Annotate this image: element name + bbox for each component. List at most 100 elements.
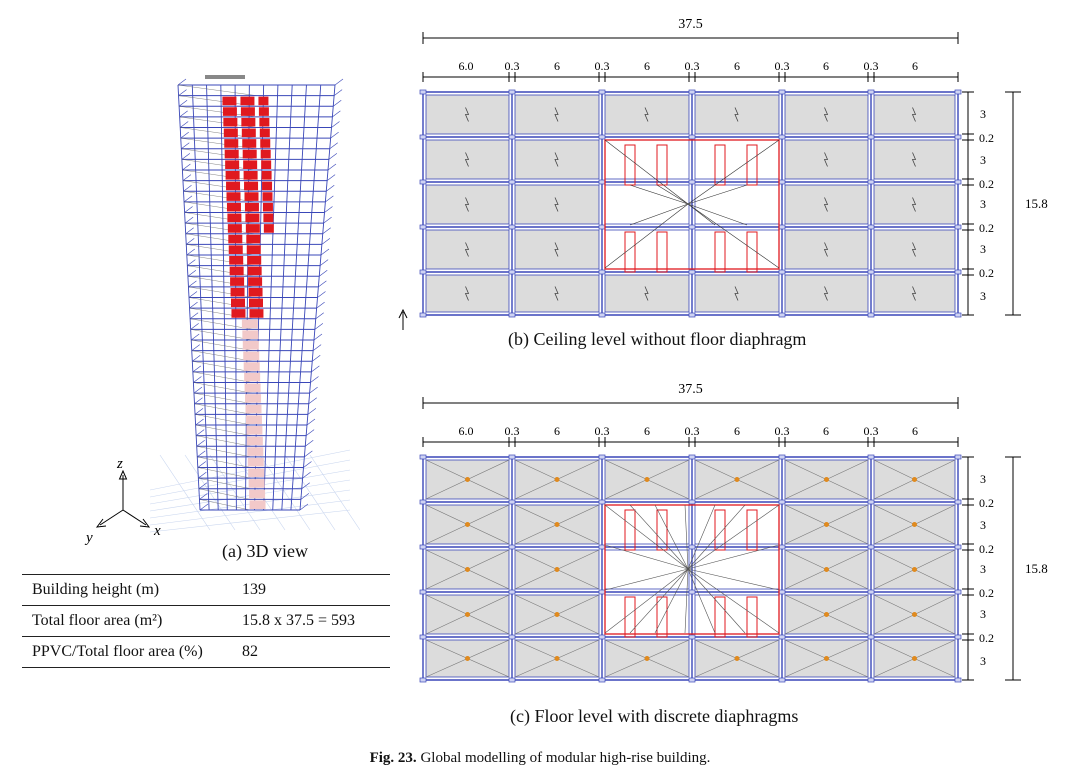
tower-core-block — [223, 117, 238, 127]
local-axis-symbol — [464, 242, 470, 257]
tower-core-block — [243, 351, 260, 361]
tower-brace — [193, 392, 252, 404]
tower-core-block — [240, 107, 255, 116]
tower-floor-beam — [315, 312, 324, 319]
tower-core-block — [244, 383, 261, 393]
frame-node — [778, 544, 786, 550]
tower-core-block — [245, 224, 260, 233]
dimension-total-depth: 15.8 — [1025, 561, 1048, 576]
diaphragm-node — [554, 612, 560, 617]
dimension-row-depth: 3 — [980, 107, 986, 121]
frame-node — [778, 454, 786, 460]
dimension-bay-width: 0.3 — [685, 424, 700, 438]
tower-top-label — [205, 75, 245, 79]
tower-core-block — [245, 394, 262, 403]
frame-node — [598, 677, 606, 683]
frame-node — [598, 634, 606, 640]
tower-brace — [186, 254, 254, 266]
frame-node — [778, 677, 786, 683]
dimension-bay-width: 6 — [644, 424, 650, 438]
frame-node — [508, 544, 516, 550]
tower-floor-beam — [334, 78, 344, 86]
tower-core-block — [258, 96, 269, 106]
dimension-bay-width: 6.0 — [459, 59, 474, 73]
tower-core-block — [242, 149, 257, 159]
diaphragm-node — [912, 477, 917, 482]
frame-node — [419, 499, 427, 505]
module-unit — [694, 229, 780, 270]
tower-floor-beam — [302, 471, 311, 479]
frame-node — [508, 224, 516, 230]
tower-floor-beam — [299, 503, 309, 511]
tower-brace — [195, 414, 252, 426]
tower-core-block — [230, 287, 245, 297]
tower-floor-beam — [328, 153, 338, 160]
ground-grid-line — [159, 454, 211, 531]
frame-node — [688, 269, 696, 275]
local-axis-symbol — [554, 286, 559, 301]
tower-brace — [183, 191, 255, 203]
tower-floor-beam — [314, 323, 324, 330]
tower-brace — [186, 244, 255, 256]
tower-floor-beam — [330, 131, 339, 139]
core-link-line — [687, 504, 716, 570]
tower-floor-beam — [198, 482, 208, 489]
diaphragm-node — [465, 656, 470, 661]
frame-node — [954, 544, 962, 550]
axis-2d-y-arrow — [398, 308, 408, 319]
frame-node — [688, 134, 696, 140]
tower-core-block — [246, 436, 263, 446]
dimension-bay-width: 0.3 — [595, 59, 610, 73]
core-wall-segment — [746, 509, 758, 551]
tower-floor-beam — [184, 206, 193, 213]
dimension-row-depth: 3 — [980, 197, 986, 211]
tower-floor-beam — [180, 131, 189, 139]
tower-brace — [185, 222, 255, 234]
frame-node — [598, 269, 606, 275]
tower-core-block — [245, 213, 260, 223]
frame-node — [508, 499, 516, 505]
tower-floor-beam — [187, 259, 196, 266]
module-unit — [604, 549, 690, 590]
dimension-bay-width: 6 — [734, 424, 740, 438]
tower-floor-beam — [305, 440, 314, 447]
tower-floor-beam — [322, 227, 331, 234]
frame-node — [508, 89, 516, 95]
tower-core-block — [258, 107, 269, 116]
tower-core-block — [226, 181, 241, 191]
tower-core-block — [260, 139, 271, 148]
tower-core-block — [259, 128, 270, 138]
tower-floor-beam — [317, 291, 326, 298]
dimension-bay-width: 0.3 — [505, 424, 520, 438]
dimension-row-depth: 3 — [980, 242, 986, 256]
local-axis-symbol — [464, 152, 470, 167]
tower-core-block — [226, 192, 241, 201]
tower-floor-beam — [192, 355, 201, 362]
tower-brace — [184, 201, 255, 213]
dimension-bay-width: 0.3 — [685, 59, 700, 73]
diaphragm-node — [554, 522, 560, 527]
diaphragm-node — [554, 477, 560, 482]
dimension-total-depth: 15.8 — [1025, 196, 1048, 211]
tower-core-block — [263, 224, 274, 233]
core-wall-segment — [656, 231, 668, 273]
frame-node — [867, 677, 875, 683]
frame-node — [954, 179, 962, 185]
tower-core-block — [262, 192, 273, 201]
tower-floor-beam — [187, 270, 197, 277]
tower-brace — [197, 467, 251, 479]
dimension-bay-width: 0.3 — [775, 59, 790, 73]
frame-node — [508, 269, 516, 275]
core-wall-segment — [714, 231, 726, 273]
tower-floor-beam — [186, 238, 195, 245]
frame-node — [598, 89, 606, 95]
frame-node — [688, 454, 696, 460]
tower-floor-beam — [188, 280, 197, 288]
dimension-row-depth: 0.2 — [979, 131, 994, 145]
frame-node — [688, 544, 696, 550]
tower-floor-beam — [194, 408, 204, 415]
dimension-bay-width: 6 — [554, 424, 560, 438]
core-link-line — [654, 568, 689, 634]
tower-core-block — [259, 117, 270, 127]
